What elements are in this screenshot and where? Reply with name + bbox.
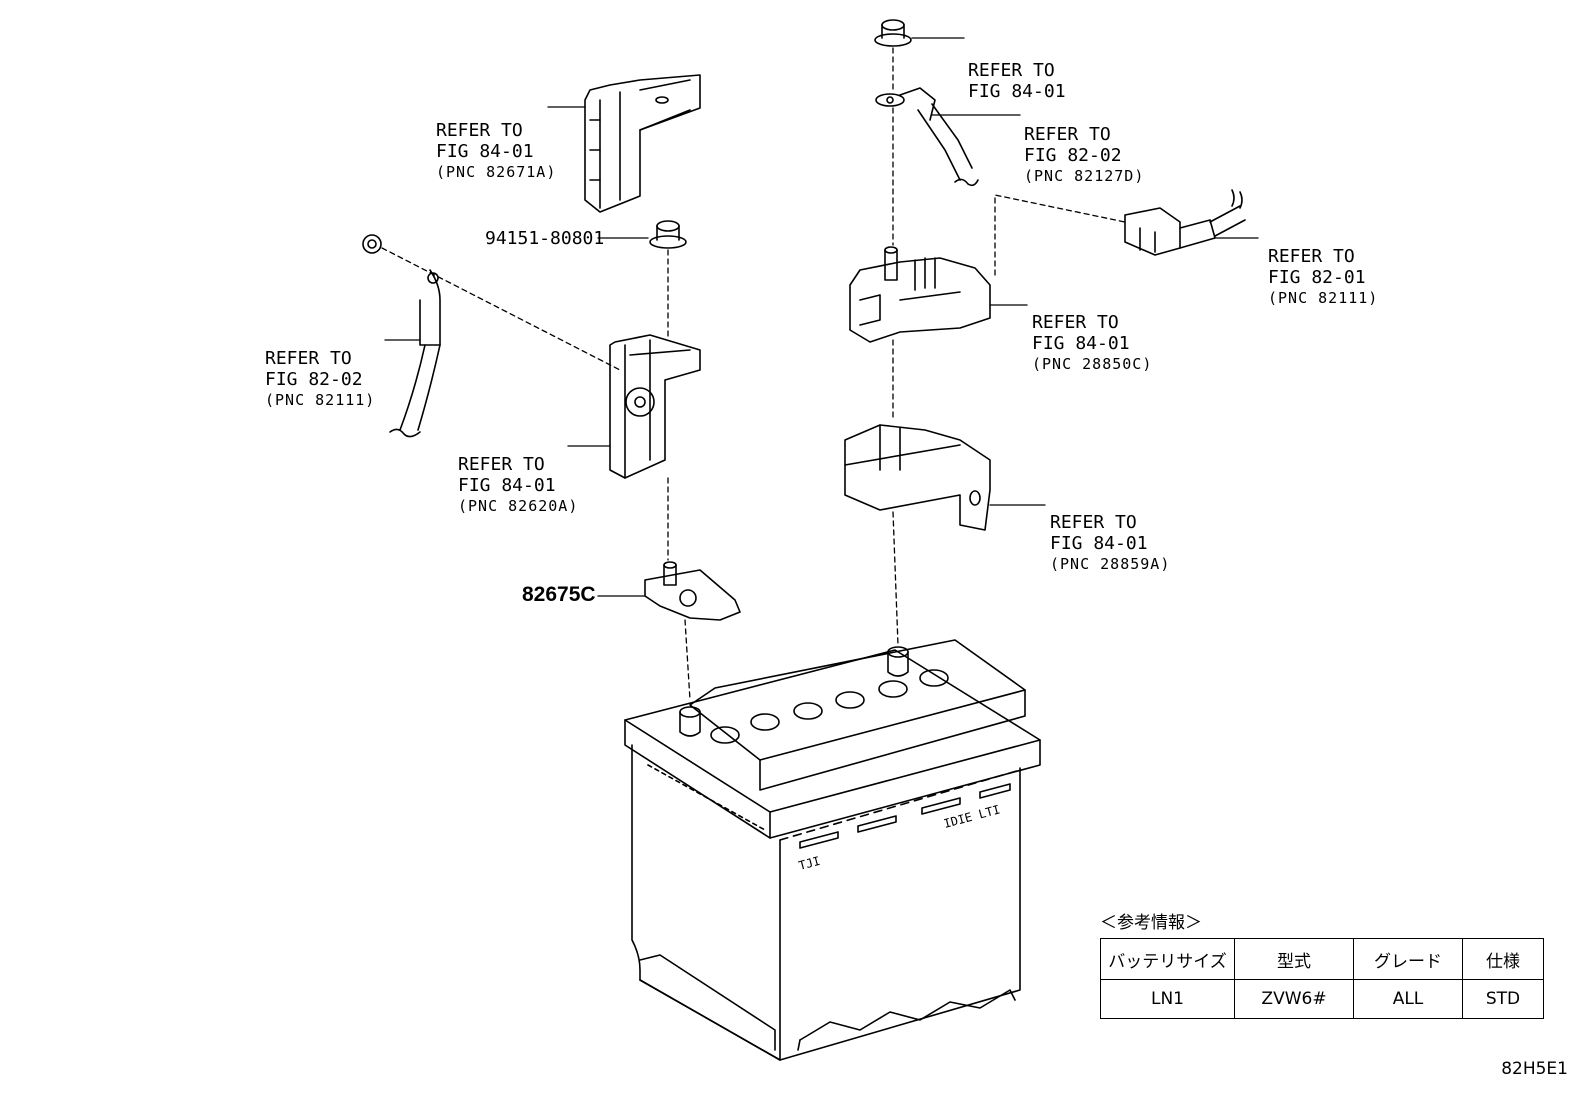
- table-header: グレード: [1353, 938, 1463, 980]
- battery-terminal-icon: [644, 561, 741, 621]
- reference-info-table: バッテリサイズ 型式 グレード 仕様 LN1 ZVW6# ALL STD: [1100, 938, 1544, 1019]
- connector-plug-icon: [1124, 189, 1246, 256]
- fuse-block-icon: [849, 246, 991, 343]
- reference-info-title: ＜参考情報＞: [1100, 913, 1202, 933]
- table-cell: LN1: [1100, 979, 1235, 1019]
- part-number-nut: 94151-80801: [485, 228, 605, 249]
- table-cell: STD: [1462, 979, 1544, 1019]
- part-number-terminal: 82675C: [522, 583, 596, 606]
- table-header: 型式: [1234, 938, 1354, 980]
- battery-marking-left: TJI: [797, 854, 822, 873]
- top-nut-icon: [874, 19, 912, 47]
- ground-cable-icon: [389, 269, 441, 438]
- flange-nut-icon: [649, 220, 687, 249]
- drawing-code: 82H5E1: [1501, 1059, 1568, 1079]
- terminal-bracket-icon: [609, 334, 701, 479]
- positive-cable-icon: [875, 87, 979, 187]
- table-cell: ZVW6#: [1234, 979, 1354, 1019]
- fuse-block-holder-icon: [844, 424, 991, 531]
- table-header: 仕様: [1462, 938, 1544, 980]
- terminal-cover-icon: [584, 74, 701, 213]
- small-nut-icon: [362, 234, 382, 254]
- battery-icon: [624, 639, 1041, 1061]
- table-cell: ALL: [1353, 979, 1463, 1019]
- table-header: バッテリサイズ: [1100, 938, 1235, 980]
